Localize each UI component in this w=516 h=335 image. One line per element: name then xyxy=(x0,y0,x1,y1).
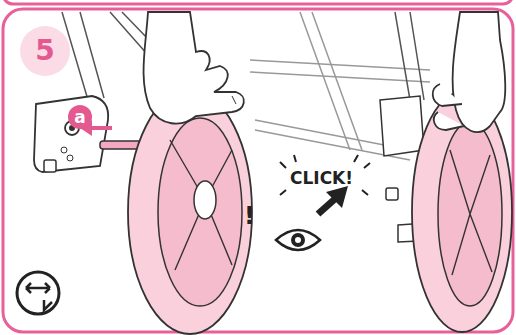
previous-panel-edge xyxy=(3,0,513,4)
stroller-frame xyxy=(62,12,430,160)
push-arrow xyxy=(318,198,336,214)
left-wheel-hub xyxy=(194,181,216,219)
left-wheel-spokes xyxy=(170,140,232,270)
bracket-hole xyxy=(61,147,67,153)
frame-bar xyxy=(300,12,362,150)
brake-clip xyxy=(386,188,398,200)
click-sparks xyxy=(280,155,370,195)
rotate-icon xyxy=(17,272,59,314)
click-text: CLICK! xyxy=(290,168,353,188)
step-number: 5 xyxy=(20,26,70,76)
spoke xyxy=(170,140,232,270)
right-wheel-spokes xyxy=(450,150,492,275)
attention-mark: ! xyxy=(244,202,255,230)
both-sides-arrow xyxy=(26,283,50,293)
left-wheel-rim xyxy=(158,118,242,306)
right-hand xyxy=(453,12,506,132)
wheel-bracket xyxy=(34,96,108,172)
fingernail xyxy=(232,96,236,104)
wheel-bracket xyxy=(380,96,424,156)
rotate-arrow xyxy=(44,300,52,310)
right-wheel-tire xyxy=(412,92,512,332)
right-hand-fingers xyxy=(433,84,464,130)
callout-letter: a xyxy=(68,105,92,129)
eye-highlight xyxy=(295,237,301,243)
right-wheel-rim xyxy=(438,122,502,306)
spark-lines xyxy=(280,155,370,195)
eye-pupil xyxy=(291,233,305,247)
left-wheel-tire xyxy=(128,90,252,334)
push-arrow-head xyxy=(326,186,348,208)
panel-frame xyxy=(3,9,513,332)
brake-clip xyxy=(44,160,56,172)
spoke xyxy=(450,150,492,275)
callout-letter-text: a xyxy=(74,109,85,126)
frame-tube xyxy=(395,12,424,100)
step-number-text: 5 xyxy=(35,37,54,65)
left-hand xyxy=(144,12,244,124)
bracket-hole xyxy=(67,155,73,161)
eye-symbol xyxy=(276,230,320,250)
